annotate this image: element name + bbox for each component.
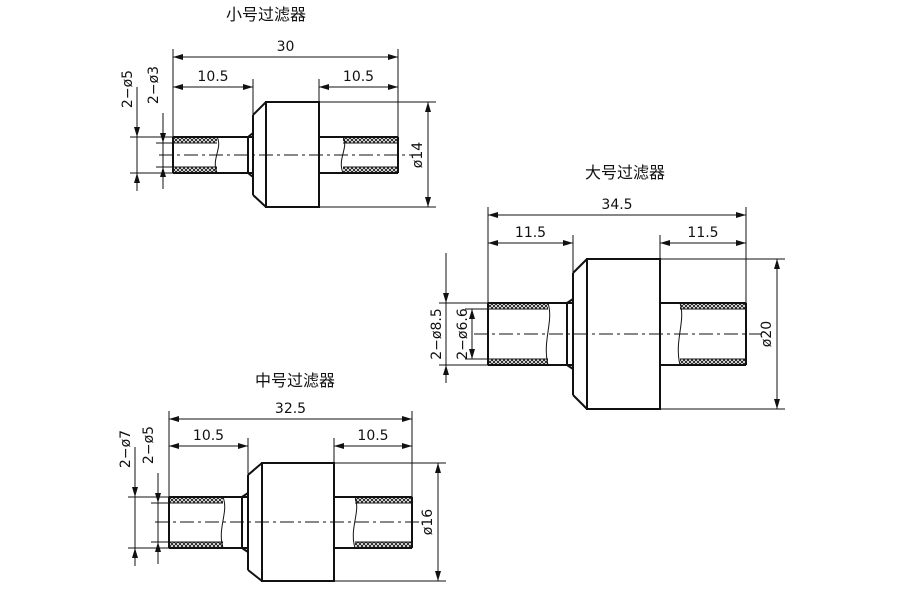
outer-diameter-label: 2−ø8.5 bbox=[429, 308, 445, 359]
break-line bbox=[545, 302, 551, 366]
filter-mesh-band bbox=[343, 167, 398, 173]
outer-diameter-label: 2−ø5 bbox=[120, 70, 136, 108]
outer-diameter-label: 2−ø7 bbox=[118, 430, 134, 468]
filter-mesh-band bbox=[680, 303, 746, 309]
total-length-label: 32.5 bbox=[275, 401, 306, 417]
filter-mesh-band bbox=[355, 497, 412, 503]
left-length-label: 10.5 bbox=[193, 428, 224, 444]
body-diameter-label: ø16 bbox=[420, 509, 436, 535]
filter-title: 大号过滤器 bbox=[585, 163, 665, 182]
total-length-label: 34.5 bbox=[601, 197, 632, 213]
right-length-label: 11.5 bbox=[687, 225, 718, 241]
filter-mesh-band bbox=[343, 137, 398, 143]
filter-mesh-band bbox=[169, 542, 223, 548]
left-length-label: 11.5 bbox=[515, 225, 546, 241]
inner-diameter-label: 2−ø5 bbox=[141, 426, 157, 464]
break-line bbox=[352, 496, 358, 549]
break-line bbox=[340, 136, 346, 174]
filter-mesh-band bbox=[488, 359, 548, 365]
body-diameter-label: ø14 bbox=[410, 142, 426, 168]
inner-diameter-label: 2−ø6.6 bbox=[455, 308, 471, 360]
filter-mesh-band bbox=[169, 497, 223, 503]
right-length-label: 10.5 bbox=[343, 69, 374, 85]
break-line bbox=[214, 136, 220, 174]
cone-outline bbox=[566, 258, 588, 410]
filter-mesh-band bbox=[173, 137, 217, 143]
filter-title: 中号过滤器 bbox=[255, 371, 335, 390]
filter-medium: 中号过滤器 32.5 10.5 10.5 ø16 2−ø7 2−ø5 bbox=[118, 371, 446, 582]
filter-large: 大号过滤器 34.5 11.5 11.5 ø20 2−ø8.5 2−ø6.6 bbox=[429, 163, 785, 410]
filter-mesh-band bbox=[355, 542, 412, 548]
inner-diameter-label: 2−ø3 bbox=[146, 66, 162, 104]
left-length-label: 10.5 bbox=[197, 69, 228, 85]
filter-mesh-band bbox=[488, 303, 548, 309]
total-length-label: 30 bbox=[277, 39, 295, 55]
filter-title: 小号过滤器 bbox=[226, 5, 306, 24]
body-diameter-label: ø20 bbox=[759, 321, 775, 347]
break-line bbox=[220, 496, 226, 549]
filter-small: 小号过滤器 30 10.5 10.5 ø14 2−ø5 2−ø3 bbox=[120, 5, 436, 208]
filter-mesh-band bbox=[680, 359, 746, 365]
right-length-label: 10.5 bbox=[357, 428, 388, 444]
break-line bbox=[677, 302, 683, 366]
filter-mesh-band bbox=[173, 167, 217, 173]
